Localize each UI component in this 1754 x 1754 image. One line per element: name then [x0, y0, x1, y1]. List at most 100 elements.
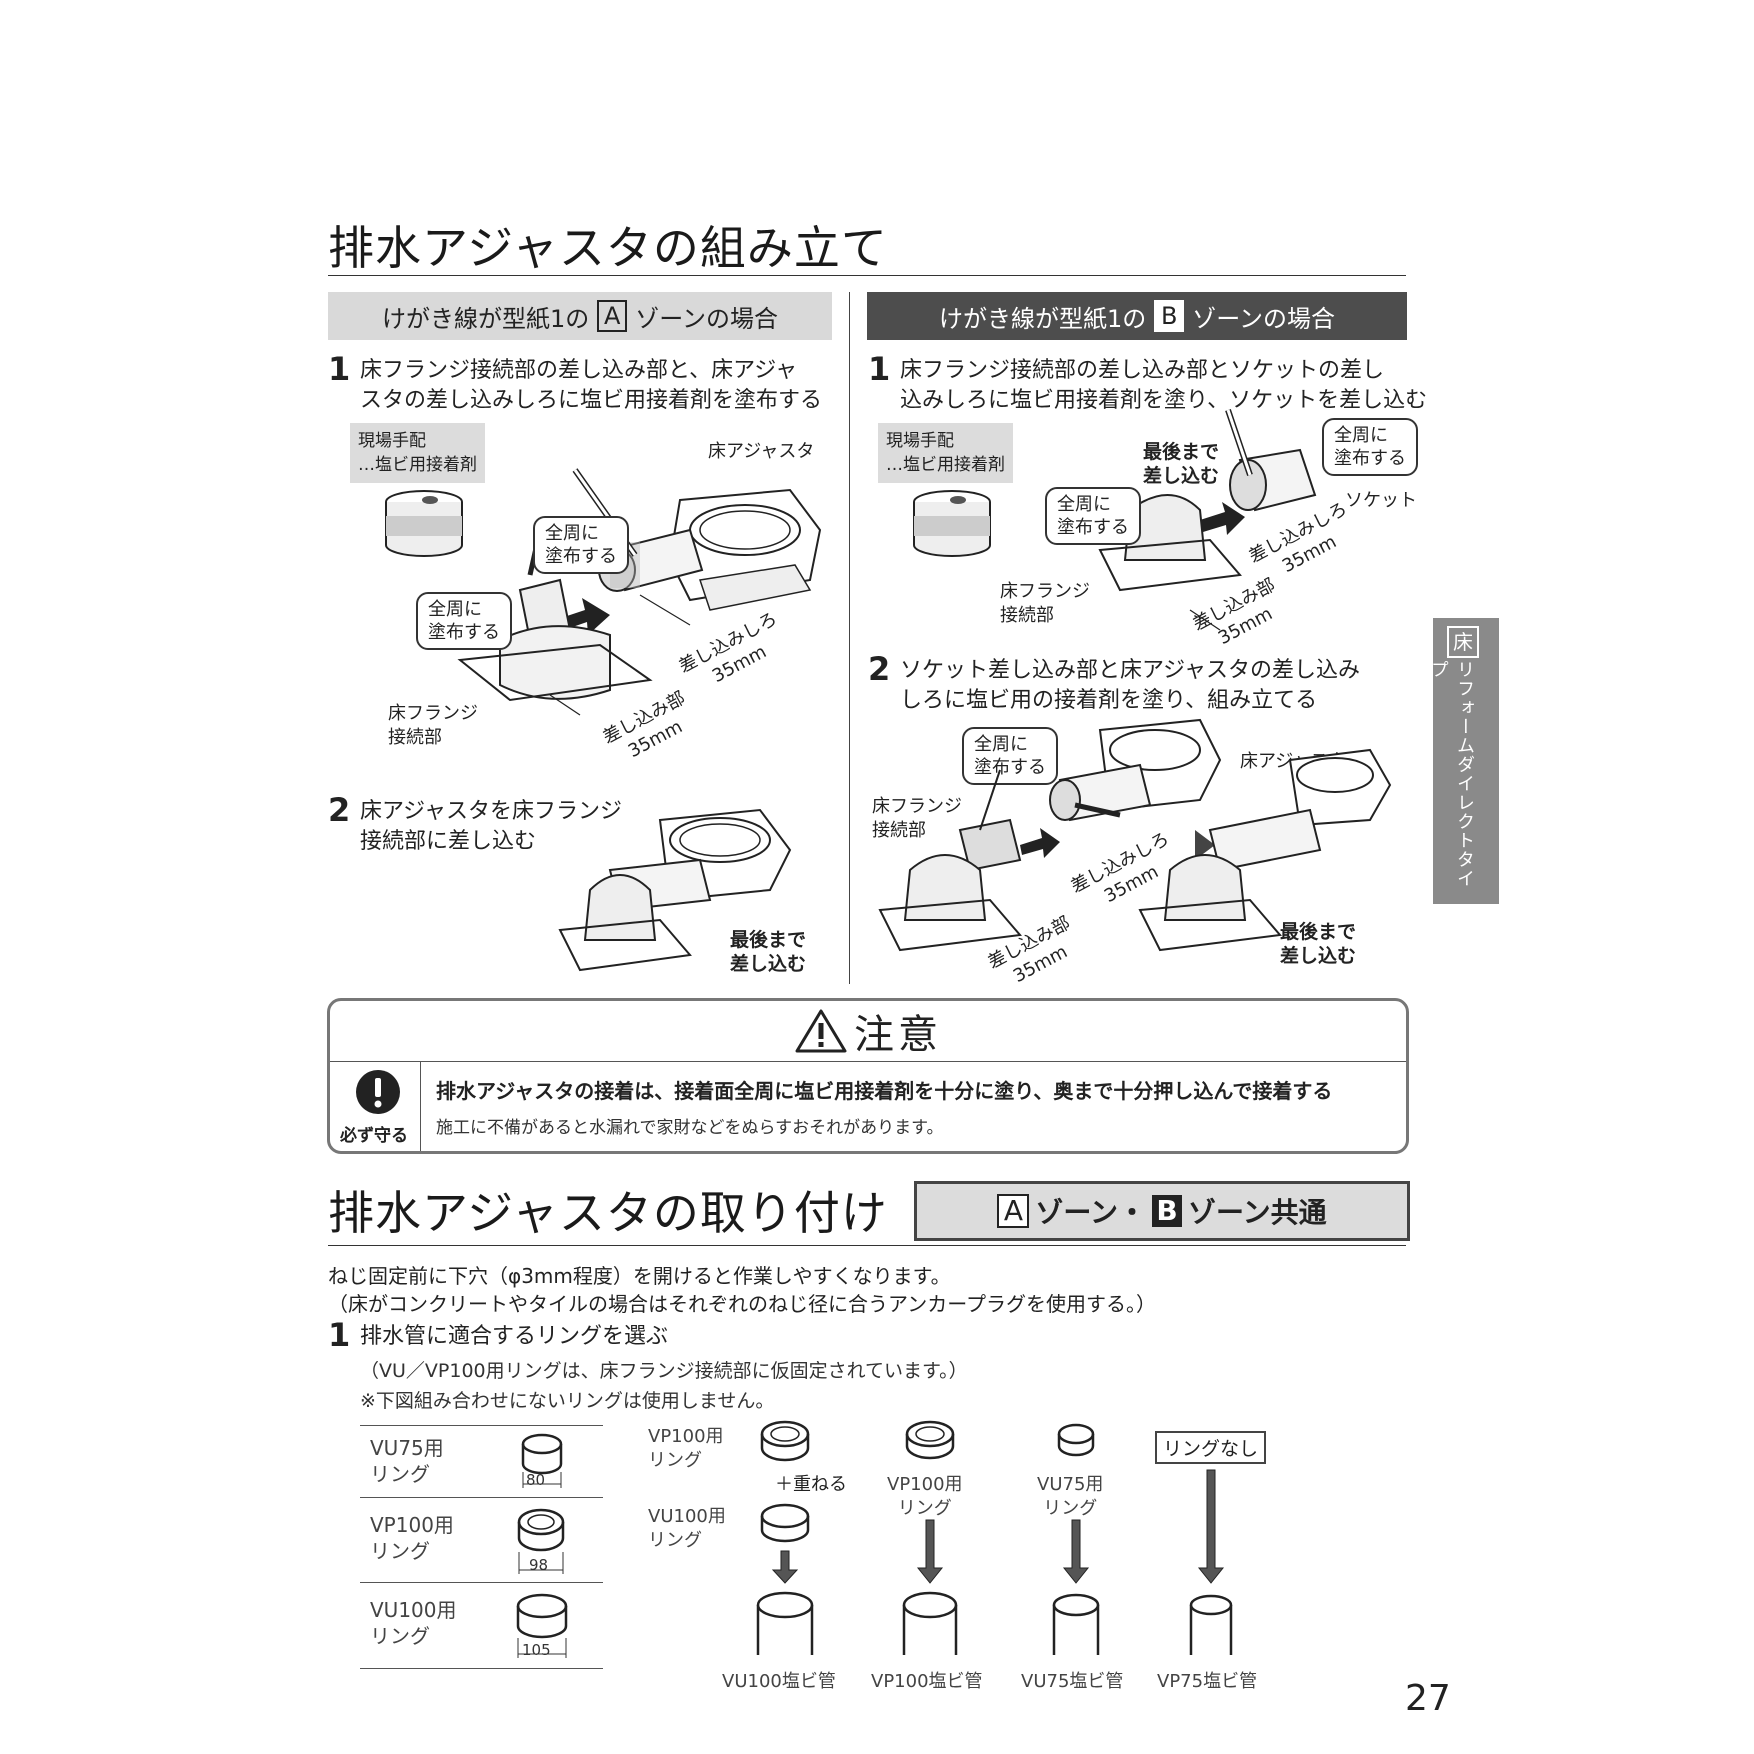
callout-line2: 塗布する [545, 546, 617, 567]
ring-table-line [360, 1497, 603, 1498]
push-line2: 差し込む [1143, 465, 1220, 487]
zone-a-header: けがき線が型紙1の A ゾーンの場合 [328, 292, 832, 340]
ring-row-vp100: VP100用 リング [370, 1512, 454, 1564]
callout-line1: 全周に [1057, 494, 1111, 515]
ring-size: 80 [526, 1471, 546, 1489]
ring-suffix: リング [370, 1624, 430, 1648]
ring-table-line [360, 1668, 603, 1669]
zone-a-callout1: 全周に 塗布する [533, 516, 629, 574]
column-divider [849, 292, 850, 984]
ring-vu100-icon [516, 1593, 568, 1658]
label-line1: 床フランジ [1000, 581, 1090, 602]
ring-suffix: リング [370, 1539, 430, 1563]
pipe-label-vu75: VU75塩ビ管 [1021, 1671, 1124, 1692]
step-number: 1 [868, 350, 891, 388]
zone-a-step1: 1 床フランジ接続部の差し込み部と、床アジャ スタの差し込みしろに塩ビ用接着剤を… [328, 353, 822, 416]
label-line2: リング [1043, 1498, 1098, 1519]
supply-line2: …塩ビ用接着剤 [358, 455, 477, 475]
caution-title: 注意 [854, 1012, 942, 1058]
ring-name: VU75用 [370, 1436, 444, 1460]
caution-sub-text: 施工に不備があると水漏れで家財などをぬらすおそれがあります。 [436, 1118, 944, 1138]
step-text-line1: 床フランジ接続部の差し込み部とソケットの差し [900, 358, 1385, 383]
zone-b-callout1: 全周に 塗布する [1322, 418, 1418, 476]
ring-table-line [360, 1425, 603, 1426]
caution-header: 注意 [330, 1001, 1406, 1061]
zone-a-label-adjuster: 床アジャスタ [708, 441, 815, 462]
zone-b-step2-diagram [878, 718, 1392, 952]
ring-row-vu75: VU75用 リング [370, 1435, 444, 1487]
step-text-line2: 接続部に差し込む [360, 829, 537, 854]
caution-col-divider [420, 1061, 421, 1151]
push-line1: 最後まで [1143, 441, 1220, 463]
callout-line1: 全周に [545, 523, 599, 544]
label-line1: 床フランジ [872, 796, 962, 817]
zone-a-step2: 2 床アジャスタを床フランジ 接続部に差し込む [328, 794, 623, 857]
page-number: 27 [1405, 1678, 1451, 1719]
push-line1: 最後まで [730, 929, 807, 951]
ring-suffix: リング [370, 1462, 430, 1486]
section2-underline [328, 1245, 1406, 1246]
zone-a-step2-diagram [558, 808, 792, 972]
step-text-line1: 床フランジ接続部の差し込み部と、床アジャ [360, 358, 798, 383]
step-text-line1: 床アジャスタを床フランジ [360, 799, 623, 824]
combo-overlay-label: ＋重ねる [775, 1474, 847, 1495]
callout-line2: 塗布する [1334, 448, 1406, 469]
ring-vp100-icon [517, 1508, 565, 1574]
section2-title: 排水アジャスタの取り付け [328, 1186, 888, 1240]
mandatory-label: 必ず守る [340, 1126, 408, 1146]
zone-a-push: 最後まで 差し込む [730, 928, 806, 976]
ring-table-line [360, 1582, 603, 1583]
ring-name: VP100用 [370, 1513, 454, 1537]
callout-line2: 塗布する [974, 757, 1046, 778]
label-line1: VU75用 [1037, 1474, 1104, 1495]
caution-divider [330, 1061, 1406, 1062]
zone-b-header: けがき線が型紙1の B ゾーンの場合 [867, 292, 1407, 340]
step-text-line1: 排水管に適合するリングを選ぶ [360, 1324, 669, 1349]
push-line2: 差し込む [1280, 945, 1357, 967]
ring-size: 98 [529, 1556, 549, 1574]
callout-line1: 全周に [974, 734, 1028, 755]
label-line2: 接続部 [388, 727, 442, 748]
intro-line1: ねじ固定前に下穴（φ3mm程度）を開けると作業しやすくなります。 [328, 1264, 951, 1288]
label-line2: リング [648, 1530, 702, 1551]
adhesive-can-icon [385, 490, 463, 557]
zone-b-step1-diagram [1098, 409, 1317, 631]
zone-b-label-flange2: 床フランジ 接続部 [872, 795, 962, 843]
combo-col3-label: VU75用 リング [1037, 1473, 1103, 1521]
badge-text-a: ゾーン・ [1035, 1196, 1146, 1229]
zone-b-letter: B [1154, 300, 1185, 332]
step-text-line2: 込みしろに塩ビ用接着剤を塗り、ソケットを差し込む [900, 388, 1428, 413]
supply-line2: …塩ビ用接着剤 [886, 455, 1005, 475]
pipe-label-vp75: VP75塩ビ管 [1157, 1671, 1258, 1692]
step-text-line1: ソケット差し込み部と床アジャスタの差し込み [900, 658, 1361, 683]
warning-triangle-icon [795, 1009, 847, 1053]
ring-size: 105 [522, 1641, 551, 1659]
label-line2: 接続部 [872, 820, 926, 841]
zone-b-step2: 2 ソケット差し込み部と床アジャスタの差し込み しろに塩ビ用の接着剤を塗り、組み… [868, 653, 1361, 716]
pipe-label-vp100: VP100塩ビ管 [871, 1671, 983, 1692]
mandatory-icon [356, 1070, 400, 1114]
adhesive-can-icon [913, 490, 991, 557]
step-number: 1 [328, 1316, 351, 1354]
combo-vu100-label: VU100用 リング [648, 1505, 726, 1553]
callout-line1: 全周に [428, 599, 482, 620]
ring-name: VU100用 [370, 1598, 457, 1622]
callout-line2: 塗布する [1057, 517, 1129, 538]
zone-b-header-pre: けがき線が型紙1の [938, 304, 1147, 333]
badge-text-b: ゾーン共通 [1188, 1196, 1327, 1229]
zone-b-push1: 最後まで 差し込む [1143, 440, 1219, 488]
zone-common-badge: A ゾーン・ B ゾーン共通 [914, 1181, 1410, 1241]
note-line1: （VU／VP100用リングは、床フランジ接続部に仮固定されています。） [360, 1360, 968, 1382]
push-line2: 差し込む [730, 953, 807, 975]
zone-a-header-post: ゾーンの場合 [635, 304, 779, 333]
label-line2: リング [648, 1450, 702, 1471]
callout-line2: 塗布する [428, 622, 500, 643]
label-line1: VU100用 [648, 1506, 726, 1527]
caution-box: 注意 必ず守る 排水アジャスタの接着は、接着面全周に塩ビ用接着剤を十分に塗り、奥… [327, 998, 1409, 1154]
section2-step1: 1 排水管に適合するリングを選ぶ [328, 1319, 669, 1352]
step-number: 1 [328, 350, 351, 388]
zone-b-step1: 1 床フランジ接続部の差し込み部とソケットの差し 込みしろに塩ビ用接着剤を塗り、… [868, 353, 1428, 416]
label-line1: 床フランジ [388, 703, 478, 724]
combo-vp100-label: VP100用 リング [648, 1425, 724, 1473]
zone-b-supply-note: 現場手配 …塩ビ用接着剤 [878, 423, 1013, 483]
